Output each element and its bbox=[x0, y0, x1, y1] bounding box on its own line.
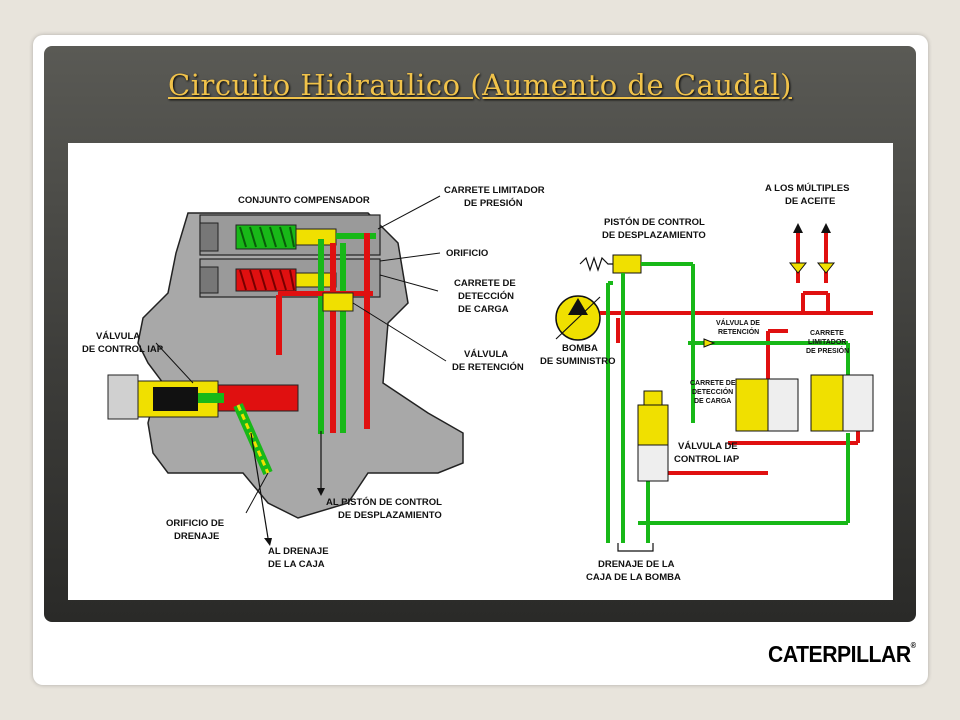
label-piston-1: AL PISTÓN DE CONTROL bbox=[326, 496, 442, 508]
logo-text: CATERPILLAR bbox=[768, 641, 911, 667]
label-check-valve-1: VÁLVULA bbox=[464, 349, 508, 360]
pressure-passage-vertical-2 bbox=[330, 243, 336, 433]
hydraulic-schematic bbox=[555, 223, 874, 552]
hydraulic-diagram-svg: CONJUNTO COMPENSADOR CARRETE LIMITADOR D… bbox=[82, 182, 874, 583]
label-iap-valve-2: DE CONTROL IAP bbox=[82, 344, 164, 355]
drain-passage-vertical-1 bbox=[318, 239, 324, 434]
rlabel-check-2: RETENCIÓN bbox=[718, 327, 759, 336]
manifold-check-2 bbox=[816, 262, 836, 274]
label-load-detect-2: DETECCIÓN bbox=[458, 290, 514, 302]
label-load-detect-1: CARRETE DE bbox=[454, 278, 516, 289]
label-orifice: ORIFICIO bbox=[446, 248, 488, 259]
rlabel-detect-3: DE CARGA bbox=[694, 398, 731, 405]
label-load-detect-3: DE CARGA bbox=[458, 304, 509, 315]
slide-title: Circuito Hidraulico (Aumento de Caudal) bbox=[168, 68, 792, 102]
drain-passage-vertical-2 bbox=[340, 243, 346, 433]
drain-passage-top bbox=[336, 233, 376, 239]
rlabel-manifolds-1: A LOS MÚLTIPLES bbox=[765, 182, 849, 194]
hydraulic-diagram: CONJUNTO COMPENSADOR CARRETE LIMITADOR D… bbox=[68, 143, 893, 600]
iap-valve-block bbox=[637, 404, 669, 446]
label-drain-orifice-2: DRENAJE bbox=[174, 531, 219, 542]
manifold-check-1 bbox=[788, 262, 808, 274]
end-cap-top bbox=[199, 222, 219, 252]
pressure-passage-vertical bbox=[364, 233, 370, 429]
label-drain-orifice-1: ORIFICIO DE bbox=[166, 518, 224, 529]
leader-lines bbox=[155, 195, 447, 514]
label-compensator: CONJUNTO COMPENSADOR bbox=[238, 195, 370, 206]
iap-coil bbox=[153, 387, 198, 411]
rlabel-drain-1: DRENAJE DE LA bbox=[598, 559, 675, 570]
pump-cross-section bbox=[107, 195, 464, 546]
right-labels: PISTÓN DE CONTROL DE DESPLAZAMIENTO A LO… bbox=[540, 182, 849, 583]
rlabel-detect-2: DETECCIÓN bbox=[692, 387, 733, 396]
pressure-limit-spool bbox=[295, 228, 337, 246]
rlabel-piston-1: PISTÓN DE CONTROL bbox=[604, 216, 705, 228]
rlabel-pump-2: DE SUMINISTRO bbox=[540, 356, 615, 367]
rlabel-iap-2: CONTROL IAP bbox=[674, 454, 740, 465]
pressure-passage-down bbox=[276, 295, 282, 355]
iap-drain-passage bbox=[198, 393, 224, 403]
displacement-piston bbox=[612, 254, 642, 274]
rlabel-check-1: VÁLVULA DE bbox=[716, 318, 760, 327]
label-case-drain-2: DE LA CAJA bbox=[268, 559, 325, 570]
case-drain-arrow bbox=[250, 432, 269, 539]
label-iap-valve-1: VÁLVULA bbox=[96, 331, 140, 342]
logo-registered-mark: ® bbox=[910, 641, 916, 650]
schematic-check-valve bbox=[703, 338, 716, 348]
pressure-limit-spool-block bbox=[810, 374, 844, 432]
label-pressure-limit-1: CARRETE LIMITADOR bbox=[444, 185, 545, 196]
rlabel-limit-2: LIMITADOR bbox=[808, 339, 846, 346]
rlabel-limit-3: DE PRESIÓN bbox=[806, 346, 849, 355]
iap-connector bbox=[107, 374, 139, 420]
label-piston-2: DE DESPLAZAMIENTO bbox=[338, 510, 442, 521]
label-pressure-limit-2: DE PRESIÓN bbox=[464, 197, 523, 209]
iap-pressure-chamber bbox=[217, 384, 299, 412]
rlabel-piston-2: DE DESPLAZAMIENTO bbox=[602, 230, 706, 241]
left-labels: CONJUNTO COMPENSADOR CARRETE LIMITADOR D… bbox=[82, 185, 545, 570]
rlabel-manifolds-2: DE ACEITE bbox=[785, 196, 835, 207]
check-valve bbox=[322, 292, 354, 312]
load-detect-spool-block bbox=[735, 378, 769, 432]
caterpillar-logo: CATERPILLAR® bbox=[768, 641, 916, 668]
rlabel-detect-1: CARRETE DE bbox=[690, 380, 736, 387]
rlabel-limit-1: CARRETE bbox=[810, 330, 844, 337]
rlabel-drain-2: CAJA DE LA BOMBA bbox=[586, 572, 681, 583]
rlabel-iap-1: VÁLVULA DE bbox=[678, 441, 738, 452]
label-case-drain-1: AL DRENAJE bbox=[268, 546, 329, 557]
end-cap-bottom bbox=[199, 266, 219, 294]
label-check-valve-2: DE RETENCIÓN bbox=[452, 361, 524, 373]
rlabel-pump-1: BOMBA bbox=[562, 343, 598, 354]
